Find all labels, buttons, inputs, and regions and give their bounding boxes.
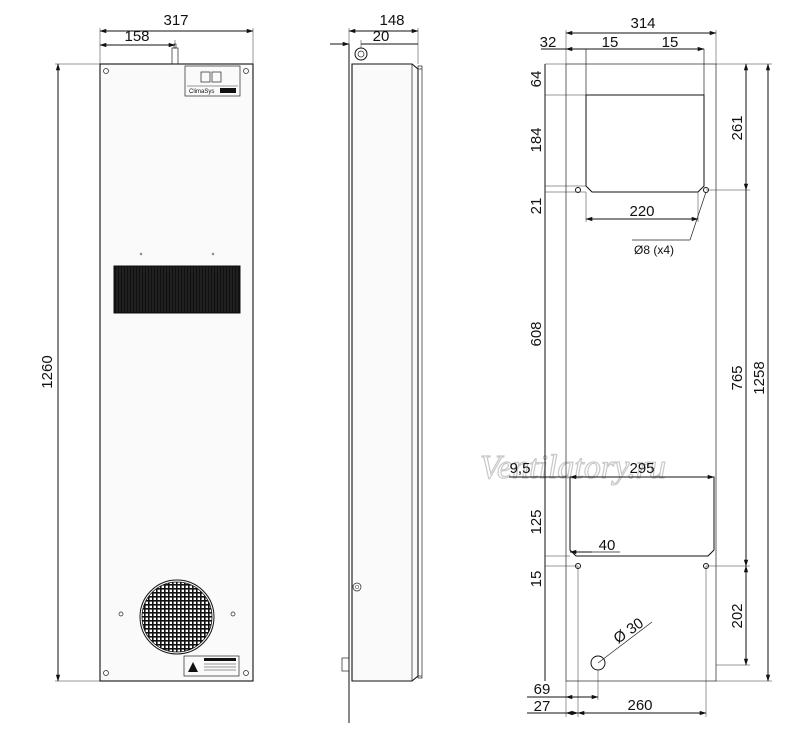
front-width-dim: 317: [163, 12, 188, 29]
lower-cutout: [569, 476, 715, 557]
mount-right-bottom-dim: 202: [729, 603, 746, 628]
top-connector: [171, 43, 179, 65]
mount-lower-left-dim: 9,5: [510, 460, 531, 477]
mounting-outline: [565, 63, 717, 682]
logo-mark: [220, 88, 236, 93]
front-screws: [103, 68, 249, 676]
front-height-dim: 1260: [39, 355, 56, 388]
mount-inset-left-dim: 15: [602, 34, 619, 51]
front-offset-dim: 158: [124, 28, 149, 45]
mount-bottom-gap-dim: 15: [528, 571, 545, 588]
fan-grille: [139, 579, 215, 655]
side-view: 148 20: [330, 12, 423, 723]
side-depth-dim: 148: [379, 12, 404, 29]
mount-left-margin-dim: 32: [540, 34, 557, 51]
mount-right-middle-dim: 765: [729, 365, 746, 390]
mount-offset-40-dim: 40: [599, 537, 616, 554]
side-screw-icon: [352, 582, 362, 592]
louver-slats: [116, 267, 238, 312]
mount-lower-height-dim: 125: [528, 509, 545, 534]
mount-drain-offset-dim: 69: [534, 681, 551, 698]
mount-right-top-dim: 261: [729, 115, 746, 140]
mount-hole-dim: Ø8 (x4): [634, 243, 674, 257]
mount-upper-width-dim: 220: [629, 203, 654, 220]
front-view: ClimaSys WARNING 317 1: [39, 12, 254, 682]
brand-label: ClimaSys: [189, 89, 214, 95]
mount-upper-height-dim: 184: [528, 127, 545, 152]
warning-label: WARNING: [183, 655, 240, 677]
side-offset-dim: 20: [373, 28, 390, 45]
mount-middle-dim: 608: [528, 321, 545, 346]
mount-width-dim: 314: [630, 15, 655, 32]
mount-total-height-dim: 1258: [751, 361, 768, 394]
upper-cutout: [585, 94, 705, 193]
warning-text: WARNING: [206, 658, 223, 662]
mount-hole-icon: [575, 187, 581, 193]
mount-gap-dim: 21: [528, 198, 545, 215]
front-panel: [99, 63, 254, 682]
mount-lower-width-dim: 295: [629, 460, 654, 477]
eyebolt-icon: [354, 47, 368, 61]
mount-top-gap-dim: 64: [528, 71, 545, 88]
mount-hole-span-dim: 260: [627, 697, 652, 714]
mount-hole-offset-dim: 27: [534, 698, 551, 715]
mounting-view: 314 32 15 15 64 184 21 608 125 15 220 Ø8…: [509, 15, 772, 717]
display-module: ClimaSys: [184, 65, 241, 97]
mount-inset-right-dim: 15: [662, 34, 679, 51]
watermark: Ventilatory.ru: [480, 449, 666, 486]
mount-drain-dim: Ø 30: [611, 615, 647, 648]
